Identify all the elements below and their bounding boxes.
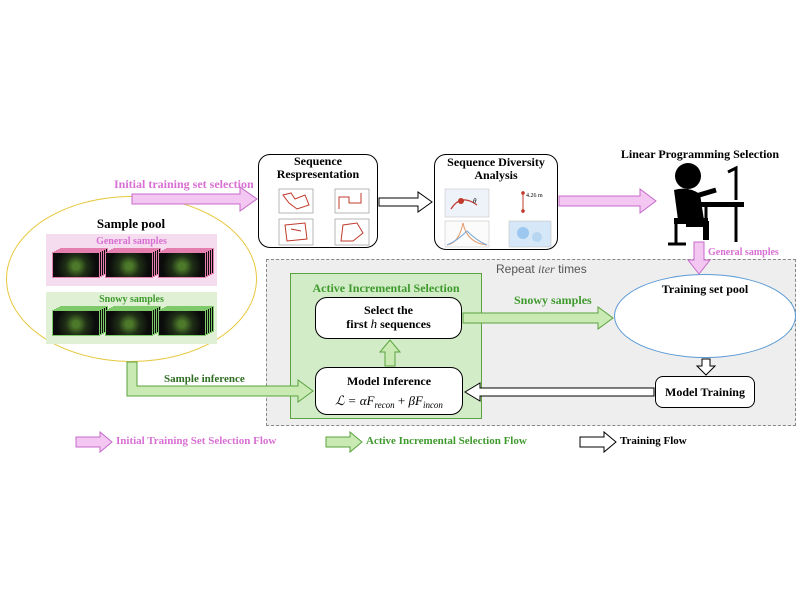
- legend-training-arrow: [579, 430, 617, 454]
- training-flow-arrow-seq: [378, 191, 433, 213]
- diversity-plots: θ 4.26 m: [444, 188, 552, 248]
- training-set-pool-title: Training set pool: [661, 282, 749, 296]
- point-cloud-thumbnail: [52, 252, 100, 278]
- point-cloud-thumbnail: [52, 310, 100, 336]
- loss-formula: ℒ = αFrecon + βFincon: [316, 392, 462, 414]
- repeat-label: Repeat iter times: [496, 262, 587, 276]
- general-samples-label: General samples: [96, 236, 167, 247]
- seq-div-title-2: Analysis: [474, 168, 518, 182]
- seq-repr-title-1: Sequence: [294, 154, 342, 168]
- legend-active-arrow: [325, 430, 363, 454]
- point-cloud-thumbnail: [105, 310, 153, 336]
- svg-text:θ: θ: [473, 197, 477, 205]
- initial-flow-arrow-2: [558, 188, 657, 214]
- trajectory-plots: [278, 188, 370, 246]
- seq-div-title-1: Sequence Diversity: [447, 155, 545, 169]
- initial-selection-label: Initial training set selection: [114, 177, 254, 191]
- general-samples-flow-label: General samples: [708, 247, 779, 258]
- loss-formula-svg: ℒ = αFrecon + βFincon: [335, 393, 443, 410]
- legend-initial-arrow: [75, 430, 113, 454]
- snowy-samples-flow-label: Snowy samples: [514, 293, 592, 307]
- point-cloud-thumbnail: [158, 310, 206, 336]
- model-inference-title: Model Inference: [346, 374, 432, 388]
- training-set-pool-oval: [614, 274, 796, 358]
- legend-training-label: Training Flow: [620, 435, 687, 447]
- model-training-box: Model Training: [655, 376, 755, 408]
- distance-label: 4.26 m: [526, 193, 543, 199]
- svg-text:ℒ = αFrecon + βFincon: ℒ = αFrecon + βFincon: [335, 393, 443, 410]
- sequence-representation-box: Sequence Respresentation: [258, 154, 378, 248]
- sample-pool-title: Sample pool: [96, 216, 166, 231]
- legend-initial-label: Initial Training Set Selection Flow: [116, 435, 277, 447]
- point-cloud-thumbnail: [158, 252, 206, 278]
- seq-repr-title-2: Respresentation: [276, 167, 360, 181]
- select-line1: Select the: [364, 303, 413, 317]
- select-line2: first h sequences: [346, 316, 431, 331]
- person-at-desk-icon: [668, 163, 744, 246]
- lp-selection-title: Linear Programming Selection: [620, 147, 780, 161]
- sample-inference-label: Sample inference: [164, 373, 245, 385]
- legend-active-label: Active Incremental Selection Flow: [366, 435, 527, 447]
- point-cloud-thumbnail: [105, 252, 153, 278]
- model-inference-box: Model Inference ℒ = αFrecon + βFincon: [315, 367, 463, 415]
- sequence-diversity-box: Sequence Diversity Analysis θ 4.26 m: [434, 154, 558, 250]
- select-first-h-box: Select the first h sequences: [315, 297, 462, 339]
- active-incremental-title: Active Incremental Selection: [312, 281, 460, 295]
- snowy-samples-label: Snowy samples: [99, 294, 164, 305]
